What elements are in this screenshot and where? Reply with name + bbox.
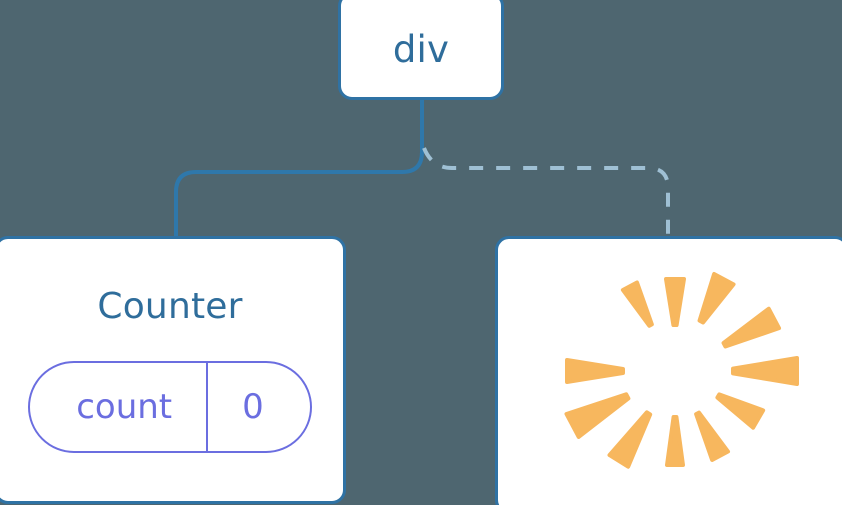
burst-ray-4 bbox=[715, 392, 766, 430]
render-burst-icon bbox=[564, 272, 799, 469]
node-counter-label: Counter bbox=[97, 286, 243, 327]
node-counter[interactable]: Counter count 0 bbox=[0, 236, 346, 504]
burst-ray-2 bbox=[721, 306, 782, 349]
burst-ray-5 bbox=[694, 410, 731, 462]
state-pill-key: count bbox=[76, 387, 173, 427]
burst-ray-6 bbox=[665, 415, 685, 467]
burst-ray-10 bbox=[620, 280, 654, 328]
node-div-label: div bbox=[392, 27, 450, 71]
state-pill-value: 0 bbox=[206, 363, 310, 451]
burst-ray-9 bbox=[565, 358, 625, 384]
burst-ray-1 bbox=[697, 272, 736, 325]
burst-ray-7 bbox=[607, 410, 653, 469]
connector-div-to-counter bbox=[174, 100, 424, 238]
node-div[interactable]: div bbox=[338, 0, 504, 100]
node-render-highlight[interactable] bbox=[495, 236, 842, 505]
burst-ray-8 bbox=[564, 392, 631, 439]
burst-ray-3 bbox=[731, 356, 799, 386]
state-pill-count[interactable]: count 0 bbox=[28, 361, 312, 453]
connector-div-to-burst bbox=[422, 147, 670, 238]
burst-ray-0 bbox=[664, 277, 686, 327]
